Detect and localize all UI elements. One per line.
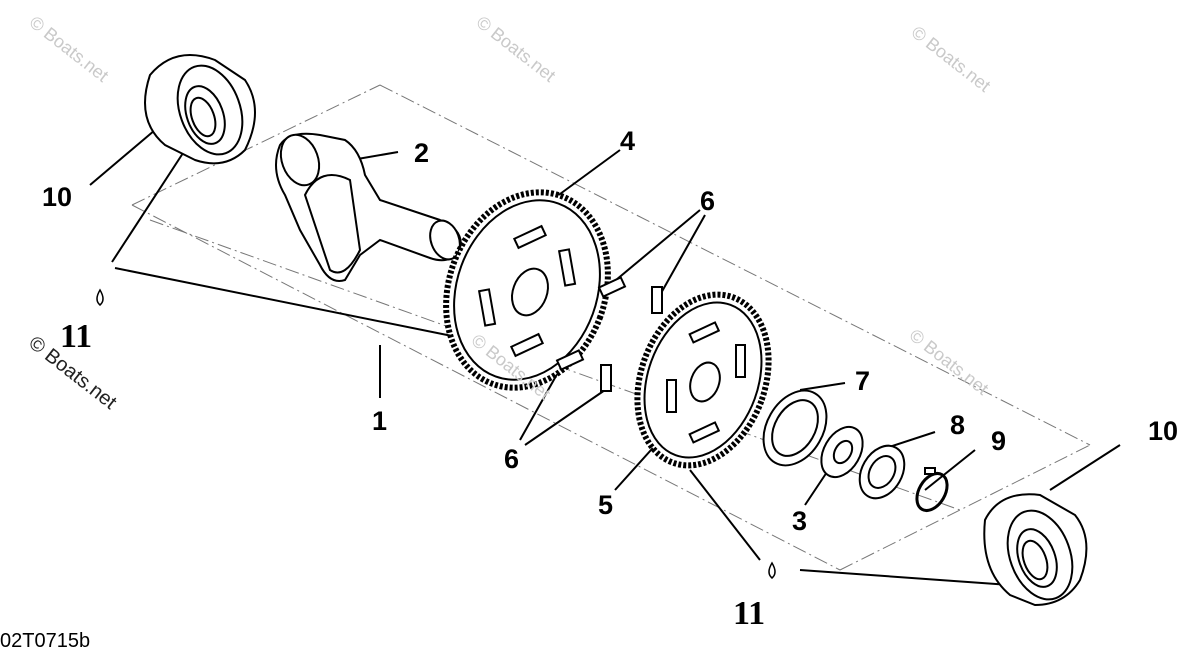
camshaft	[275, 132, 462, 282]
label-10-left: 10	[42, 182, 73, 212]
label-7: 7	[855, 366, 871, 396]
label-2: 2	[414, 138, 430, 168]
gear-small	[634, 291, 772, 469]
washer-large	[762, 389, 828, 467]
label-11-left: 11	[60, 318, 93, 355]
label-1: 1	[372, 406, 388, 436]
washer-small	[858, 444, 906, 500]
label-6-bottom: 6	[504, 444, 520, 474]
label-9: 9	[991, 426, 1007, 456]
label-4: 4	[620, 126, 636, 156]
bearing-right	[983, 493, 1088, 607]
drawing-code: 02T0715b	[0, 630, 91, 652]
assembly-outline	[131, 84, 1091, 571]
snap-ring	[915, 467, 949, 512]
label-5: 5	[598, 490, 614, 520]
washer-thin	[820, 425, 864, 479]
label-3: 3	[792, 506, 808, 536]
bearing-left	[144, 54, 256, 165]
gear-large	[443, 189, 611, 391]
label-10-right: 10	[1148, 416, 1179, 446]
label-8: 8	[950, 410, 966, 440]
pins	[555, 276, 663, 392]
oil-drop-icon	[96, 288, 776, 579]
label-6-top: 6	[700, 186, 716, 216]
label-11-bottom: 11	[733, 595, 766, 632]
